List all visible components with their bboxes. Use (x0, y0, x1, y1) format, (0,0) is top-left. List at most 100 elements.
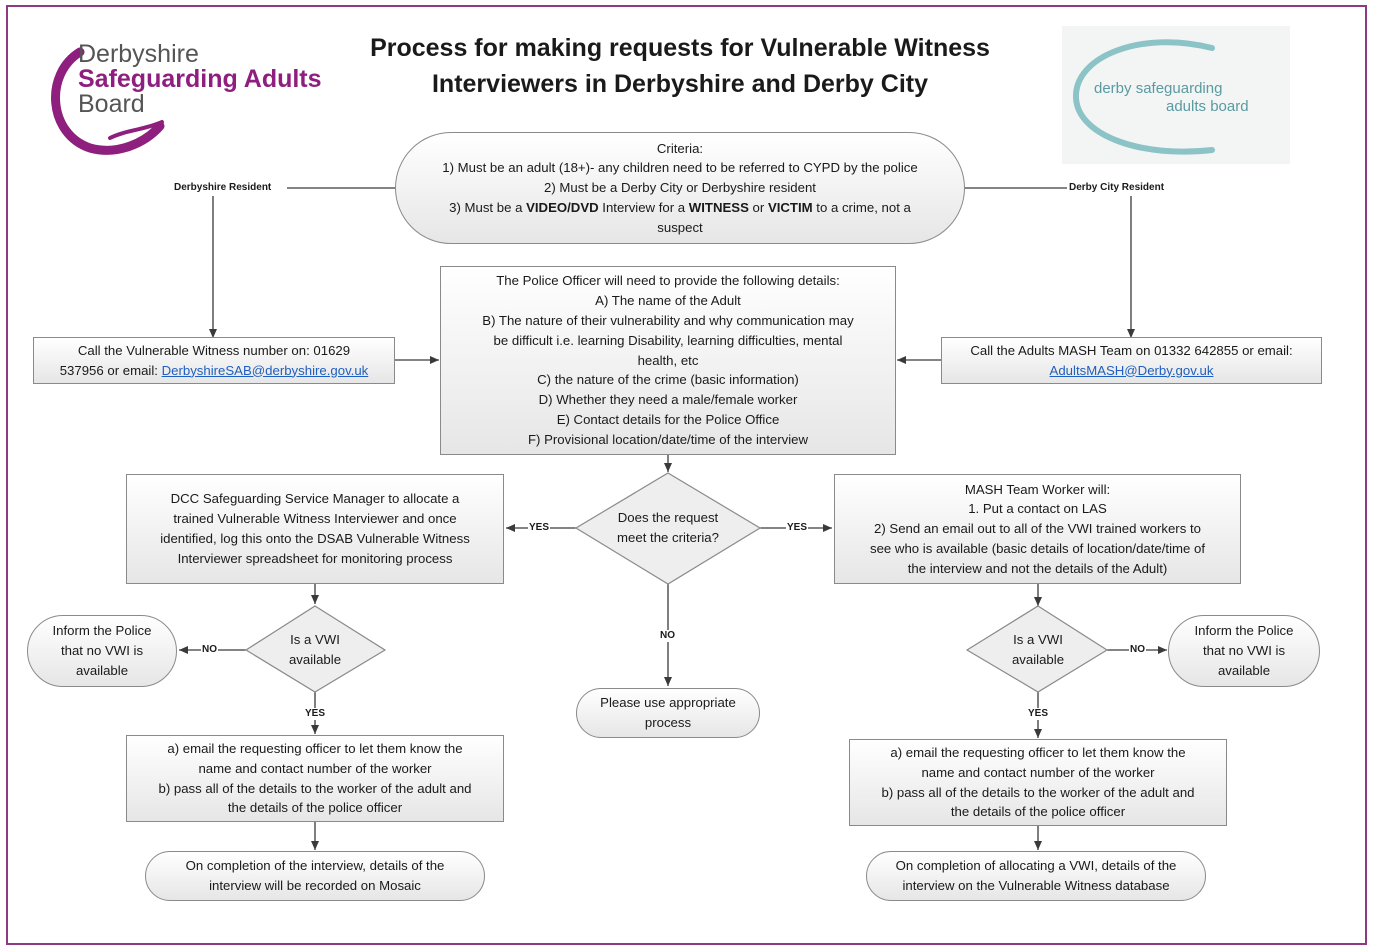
police-detail-line: The Police Officer will need to provide … (496, 273, 840, 289)
criteria-box: Criteria: 1) Must be an adult (18+)- any… (395, 132, 965, 244)
inform-right-line: Inform the Police (1194, 623, 1294, 639)
title-line-2: Interviewers in Derbyshire and Derby Cit… (431, 70, 928, 98)
flow-connectors (179, 187, 1167, 850)
derby-sab-logo-mark (1062, 26, 1290, 164)
mash-worker-box: MASH Team Worker will: 1. Put a contact … (834, 474, 1241, 584)
email-right-line: a) email the requesting officer to let t… (890, 744, 1186, 760)
mash-worker-line: the interview and not the details of the… (907, 560, 1168, 576)
inform-right-line: that no VWI is (1202, 643, 1286, 659)
inform-police-right-box: Inform the Police that no VWI is availab… (1168, 615, 1320, 687)
title-line-1: Process for making requests for Vulnerab… (370, 34, 990, 62)
vwi-left-line: available (288, 652, 342, 667)
adults-mash-email-link[interactable]: AdultsMASH@Derby.gov.uk (1049, 362, 1214, 378)
completion-right-line: On completion of allocating a VWI, detai… (895, 858, 1177, 874)
derbyshire-sab-logo-mark (51, 47, 165, 155)
appropriate-line: process (644, 715, 692, 730)
email-left-box: a) email the requesting officer to let t… (126, 735, 504, 822)
derby-sab-logo: derby safeguarding adults board (1062, 26, 1290, 164)
decision-yes-right-label: YES (786, 522, 809, 534)
derby-city-resident-label: Derby City Resident (1069, 182, 1165, 193)
email-left-line: a) email the requesting officer to let t… (167, 740, 463, 756)
email-left-line: b) pass all of the details to the worker… (158, 780, 472, 796)
page-title: Process for making requests for Vulnerab… (340, 30, 1020, 102)
derby-logo-line1: derby safeguarding (1094, 80, 1223, 97)
criteria-line: 1) Must be an adult (18+)- any children … (442, 160, 918, 176)
left-call-box: Call the Vulnerable Witness number on: 0… (33, 337, 395, 384)
criteria-line-3: 3) Must be a VIDEO/DVD Interview for a W… (449, 198, 911, 218)
criteria-line-3-part: or (748, 199, 768, 215)
police-detail-line: health, etc (637, 352, 699, 368)
completion-right-line: interview on the Vulnerable Witness data… (902, 878, 1170, 893)
decision-main-diamond (574, 472, 762, 585)
police-detail-line: B) The nature of their vulnerability and… (482, 313, 854, 328)
vwi-left-diamond (244, 605, 387, 693)
dcc-manager-line: Interviewer spreadsheet for monitoring p… (177, 550, 453, 566)
derby-logo-line2: adults board (1166, 98, 1249, 115)
completion-left-line: On completion of the interview, details … (185, 858, 445, 874)
inform-right-line: available (1217, 662, 1271, 678)
criteria-line: Criteria: (656, 140, 704, 156)
vwi-left-no-label: NO (201, 644, 218, 656)
appropriate-process-box: Please use appropriate process (576, 688, 760, 738)
dcc-manager-line: trained Vulnerable Witness Interviewer a… (173, 511, 457, 527)
vwi-right-line: Is a VWI (1013, 632, 1063, 648)
dcc-manager-line: identified, log this onto the DSAB Vulne… (160, 531, 470, 546)
derbyshire-sab-email-link[interactable]: DerbyshireSAB@derbyshire.gov.uk (161, 362, 369, 378)
vwi-right-no-label: NO (1129, 644, 1146, 656)
criteria-line-3-part: Interview for a (598, 199, 689, 215)
email-left-line: name and contact number of the worker (198, 760, 432, 776)
vwi-left-yes-label: YES (304, 708, 327, 720)
decision-no-label: NO (659, 630, 676, 642)
decision-main-line: meet the criteria? (617, 530, 719, 545)
police-detail-line: A) The name of the Adult (595, 293, 741, 309)
vwi-right-line: available (1011, 652, 1065, 667)
inform-left-line: that no VWI is (60, 643, 144, 659)
derbyshire-sab-logo: Derbyshire Safeguarding Adults Board (50, 38, 340, 158)
mash-worker-line: MASH Team Worker will: (964, 481, 1111, 497)
vwi-right-text: Is a VWI available (983, 630, 1093, 670)
dsab-logo-line2: Safeguarding Adults (78, 65, 322, 93)
dsab-logo-line1: Derbyshire (78, 40, 199, 68)
criteria-video-bold: VIDEO/DVD (526, 199, 599, 215)
dcc-manager-line: DCC Safeguarding Service Manager to allo… (170, 491, 460, 507)
mash-worker-line: 2) Send an email out to all of the VWI t… (874, 521, 1201, 537)
email-left-line: the details of the police officer (227, 800, 403, 816)
vwi-right-yes-label: YES (1027, 708, 1050, 720)
criteria-witness-bold: WITNESS (688, 199, 749, 215)
email-right-line: b) pass all of the details to the worker… (881, 784, 1195, 800)
decision-main-line: Does the request (617, 510, 719, 526)
police-detail-line: C) the nature of the crime (basic inform… (537, 372, 799, 388)
derbyshire-resident-label: Derbyshire Resident (174, 182, 272, 193)
left-call-line: Call the Vulnerable Witness number on: 0… (77, 342, 351, 358)
email-right-line: the details of the police officer (950, 804, 1126, 820)
criteria-victim-bold: VICTIM (767, 199, 813, 215)
inform-police-left-box: Inform the Police that no VWI is availab… (27, 615, 177, 687)
police-details-box: The Police Officer will need to provide … (440, 266, 896, 455)
right-call-line: Call the Adults MASH Team on 01332 64285… (970, 342, 1293, 358)
left-call-text: 537956 or email: (59, 362, 162, 378)
vwi-left-line: Is a VWI (290, 632, 340, 648)
decision-yes-left-label: YES (528, 522, 551, 534)
appropriate-line: Please use appropriate (600, 695, 736, 711)
police-detail-line: be difficult i.e. learning Disability, l… (493, 332, 843, 348)
completion-left-box: On completion of the interview, details … (145, 851, 485, 901)
dsab-logo-line3: Board (78, 90, 145, 118)
mash-worker-line: see who is available (basic details of l… (870, 540, 1205, 556)
criteria-line: suspect (657, 219, 703, 235)
criteria-line-3-part: to a crime, not a (812, 199, 911, 215)
email-right-line: name and contact number of the worker (921, 764, 1155, 780)
right-call-box: Call the Adults MASH Team on 01332 64285… (941, 337, 1322, 384)
police-detail-line: E) Contact details for the Police Office (556, 411, 780, 427)
police-detail-line: D) Whether they need a male/female worke… (538, 392, 798, 408)
dcc-manager-box: DCC Safeguarding Service Manager to allo… (126, 474, 504, 584)
left-call-line: 537956 or email: DerbyshireSAB@derbyshir… (60, 361, 369, 381)
completion-left-line: interview will be recorded on Mosaic (209, 878, 421, 893)
mash-worker-line: 1. Put a contact on LAS (968, 501, 1107, 517)
inform-left-line: available (75, 662, 129, 678)
vwi-left-text: Is a VWI available (260, 630, 370, 670)
inform-left-line: Inform the Police (52, 623, 152, 639)
criteria-line-3-part: 3) Must be a (449, 199, 527, 215)
completion-right-box: On completion of allocating a VWI, detai… (866, 851, 1206, 901)
email-right-box: a) email the requesting officer to let t… (849, 739, 1227, 826)
decision-main-text: Does the request meet the criteria? (590, 508, 746, 548)
